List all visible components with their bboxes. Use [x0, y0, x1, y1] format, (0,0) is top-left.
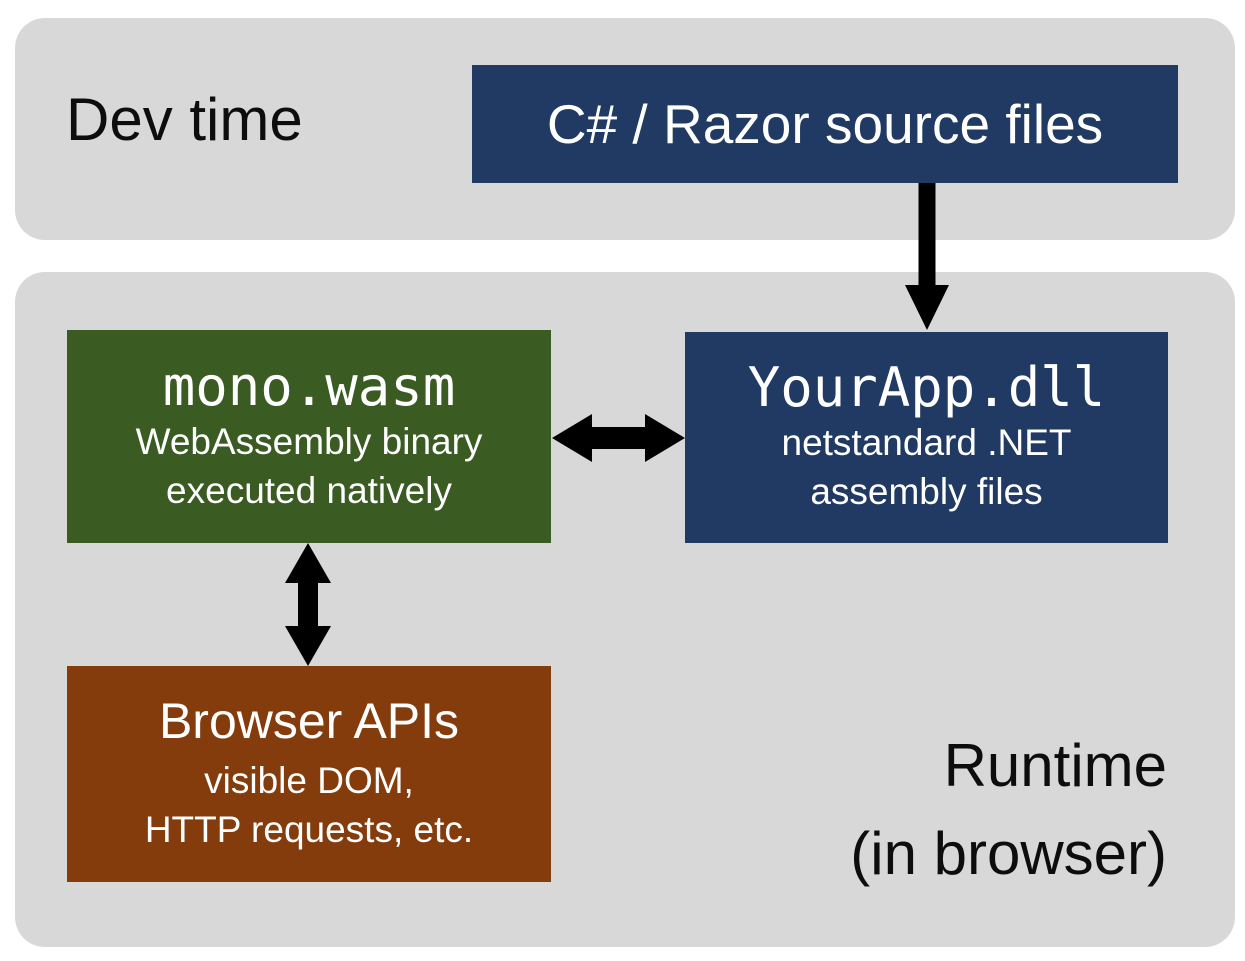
browser-apis-subtitle-line2: HTTP requests, etc. — [144, 808, 474, 850]
arrow-horizontal-double-icon — [552, 414, 685, 462]
yourapp-dll-title: YourApp.dll — [747, 356, 1106, 420]
browser-apis-subtitle-line1: visible DOM, — [204, 759, 414, 801]
runtime-label-line1: Runtime — [943, 732, 1167, 799]
runtime-label: Runtime (in browser) — [850, 722, 1167, 898]
yourapp-dll-subtitle-line2: assembly files — [810, 470, 1043, 512]
yourapp-dll-subtitle-line1: netstandard .NET — [781, 421, 1072, 463]
dev-time-label: Dev time — [66, 86, 303, 153]
source-files-title: C# / Razor source files — [546, 92, 1104, 155]
runtime-panel: mono.wasm WebAssembly binary executed na… — [15, 272, 1235, 947]
mono-wasm-box: mono.wasm WebAssembly binary executed na… — [67, 330, 551, 543]
arrow-vertical-double-icon — [285, 543, 331, 666]
mono-wasm-subtitle-line1: WebAssembly binary — [135, 420, 483, 462]
browser-apis-box: Browser APIs visible DOM, HTTP requests,… — [67, 666, 551, 882]
runtime-label-line2: (in browser) — [850, 820, 1167, 887]
yourapp-dll-box: YourApp.dll netstandard .NET assembly fi… — [685, 332, 1168, 543]
mono-wasm-title: mono.wasm — [162, 355, 456, 419]
arrow-down-icon — [905, 183, 949, 330]
source-files-box: C# / Razor source files — [472, 65, 1178, 183]
dev-time-panel: Dev time C# / Razor source files — [15, 18, 1235, 240]
browser-apis-title: Browser APIs — [158, 693, 460, 750]
mono-wasm-subtitle-line2: executed natively — [166, 469, 452, 511]
